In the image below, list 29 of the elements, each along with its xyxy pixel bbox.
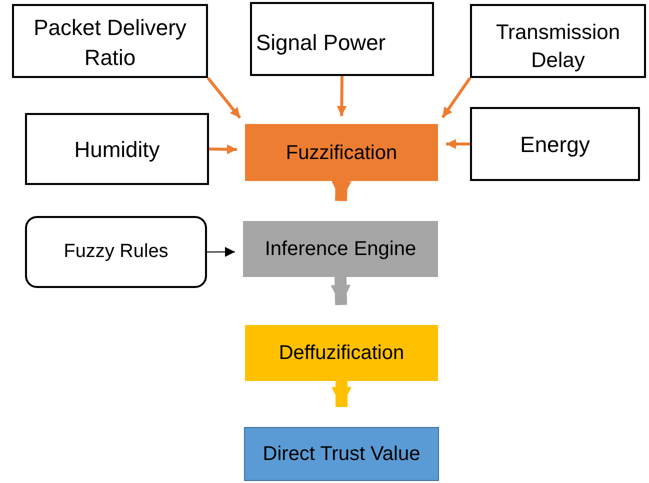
block-arrow: [330, 276, 351, 306]
arrow: [441, 77, 472, 118]
node-label: Humidity: [74, 136, 160, 164]
rules-box: [25, 216, 207, 288]
node-label: Packet Delivery Ratio: [32, 14, 188, 72]
node-label: Signal Power: [256, 29, 386, 57]
input-box: [250, 2, 434, 76]
input-box: [25, 113, 209, 185]
input-box: [470, 4, 646, 78]
output-box: [244, 427, 439, 481]
input-box: [470, 107, 640, 181]
process-box: [245, 124, 438, 181]
node-label: Deffuzification: [278, 341, 404, 366]
block-arrow: [332, 180, 352, 202]
node-label: Energy: [520, 130, 590, 159]
arrow: [206, 246, 236, 257]
node-label: Transmission Delay: [494, 20, 622, 74]
node-label: Fuzzy Rules: [64, 240, 168, 264]
arrow: [208, 144, 238, 154]
arrow: [446, 138, 470, 149]
block-arrow: [332, 381, 352, 407]
process-box: [243, 221, 438, 277]
node-label: Fuzzification: [286, 140, 398, 166]
node-label: Direct Trust Value: [262, 442, 420, 467]
process-box: [245, 325, 438, 381]
input-box: [12, 4, 208, 78]
node-label: Inference Engine: [264, 237, 416, 262]
arrow: [336, 76, 347, 116]
arrow: [206, 77, 242, 119]
